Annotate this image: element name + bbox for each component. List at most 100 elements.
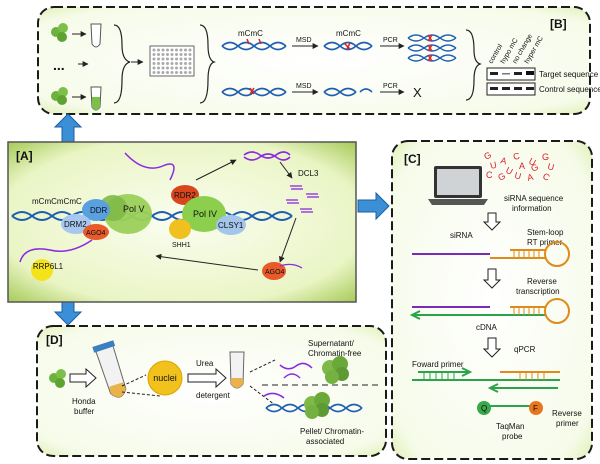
well bbox=[161, 57, 165, 61]
fluorophore-label: F bbox=[533, 404, 538, 413]
dsrna bbox=[243, 151, 291, 161]
clsy1-label: CLSY1 bbox=[218, 221, 244, 230]
hollow-right-arrow bbox=[69, 367, 97, 389]
arrow bbox=[279, 161, 293, 179]
well bbox=[161, 66, 165, 70]
dna-strand bbox=[221, 87, 287, 97]
supernatant-line-2: Chromatin-free bbox=[308, 349, 362, 358]
rrp6l1-protein bbox=[31, 259, 53, 281]
well bbox=[179, 57, 183, 61]
gel-lanes bbox=[486, 67, 536, 96]
well bbox=[188, 66, 192, 70]
sirna-letter: A bbox=[526, 172, 534, 183]
rna-strand bbox=[283, 373, 301, 379]
tube-icon bbox=[229, 351, 245, 389]
well bbox=[161, 48, 165, 52]
no-product-mark: X bbox=[413, 85, 422, 100]
panel-b: [B] ... mCmC M bbox=[37, 6, 600, 115]
cut-dna bbox=[323, 87, 373, 97]
sirna-letter: C bbox=[486, 170, 493, 180]
reverse-primer-line-1: Reverse bbox=[552, 409, 582, 418]
well bbox=[175, 48, 178, 52]
arrow bbox=[195, 159, 237, 181]
rna-strand bbox=[263, 392, 285, 399]
msd-label: MSD bbox=[296, 83, 312, 90]
rna-strand bbox=[279, 362, 313, 370]
clsy1-protein bbox=[216, 215, 246, 235]
ago4-protein bbox=[262, 262, 286, 280]
dashed-line bbox=[249, 385, 276, 406]
panel-d: [D] Honda buffer nuclei Urea detergent S… bbox=[36, 325, 387, 457]
well bbox=[184, 71, 187, 74]
well bbox=[170, 62, 174, 65]
rrp6l1-label: RRP6L1 bbox=[33, 262, 64, 271]
well bbox=[175, 62, 178, 65]
well bbox=[184, 48, 187, 52]
dna-helix bbox=[11, 211, 293, 221]
pellet-line-2: associated bbox=[306, 437, 344, 446]
well bbox=[166, 53, 169, 56]
cdna-label: cDNA bbox=[476, 323, 498, 332]
panel-d-label: [D] bbox=[46, 333, 63, 347]
panel-a-label: [A] bbox=[16, 149, 33, 163]
well bbox=[152, 57, 156, 61]
well bbox=[179, 66, 183, 70]
well bbox=[166, 66, 169, 70]
sirna-letter: U bbox=[504, 165, 514, 177]
well bbox=[157, 48, 160, 52]
well bbox=[175, 66, 178, 70]
well bbox=[179, 62, 183, 65]
quencher-label: Q bbox=[481, 404, 487, 413]
brace bbox=[113, 24, 131, 104]
sirna-info-line-2: information bbox=[512, 204, 552, 213]
well bbox=[161, 71, 165, 74]
sirna-label: siRNA bbox=[450, 231, 473, 240]
star-mark bbox=[246, 38, 262, 45]
well bbox=[157, 57, 160, 61]
qpcr-label: qPCR bbox=[514, 345, 536, 354]
pol-iv-complex bbox=[182, 196, 226, 232]
well bbox=[184, 57, 187, 61]
well bbox=[152, 71, 156, 74]
shh1-protein bbox=[169, 219, 191, 239]
honda-line-1: Honda bbox=[72, 397, 96, 406]
well bbox=[179, 53, 183, 56]
sirna-letter: A bbox=[500, 155, 508, 166]
well bbox=[188, 53, 192, 56]
rna-strand bbox=[124, 152, 175, 181]
well bbox=[157, 53, 160, 56]
well bbox=[152, 53, 156, 56]
sirna-letter: U bbox=[489, 160, 498, 171]
drm2-protein bbox=[61, 214, 91, 234]
reverse-primer-line-2: primer bbox=[556, 419, 579, 428]
tube-icon bbox=[90, 86, 102, 111]
qpcr-template bbox=[412, 367, 560, 393]
panel-b-label: [B] bbox=[550, 17, 567, 31]
well bbox=[157, 62, 160, 65]
pol-iv-label: Pol IV bbox=[193, 209, 217, 219]
well bbox=[175, 57, 178, 61]
well bbox=[161, 53, 165, 56]
hollow-down-arrow bbox=[482, 212, 502, 231]
pcr-label: PCR bbox=[383, 83, 398, 90]
well bbox=[152, 62, 156, 65]
well bbox=[170, 48, 174, 52]
well bbox=[166, 71, 169, 74]
stemloop-line-2: RT primer bbox=[527, 238, 563, 247]
well bbox=[161, 62, 165, 65]
well bbox=[188, 48, 192, 52]
methyl-label: mCmC bbox=[238, 29, 263, 38]
sirna-duplexes bbox=[286, 185, 319, 213]
methyl-label: mCmC bbox=[336, 29, 361, 38]
methyl-label: mCmCmCmC bbox=[32, 197, 82, 206]
protein-cluster bbox=[322, 356, 349, 384]
sirna-letter: G bbox=[529, 162, 540, 174]
well bbox=[170, 66, 174, 70]
pellet-line-1: Pellet/ Chromatin- bbox=[300, 427, 364, 436]
well bbox=[188, 57, 192, 61]
urea-line-2: detergent bbox=[196, 391, 231, 400]
well bbox=[175, 71, 178, 74]
ddr-label: DDR bbox=[90, 206, 108, 215]
ellipsis: ... bbox=[53, 57, 65, 73]
